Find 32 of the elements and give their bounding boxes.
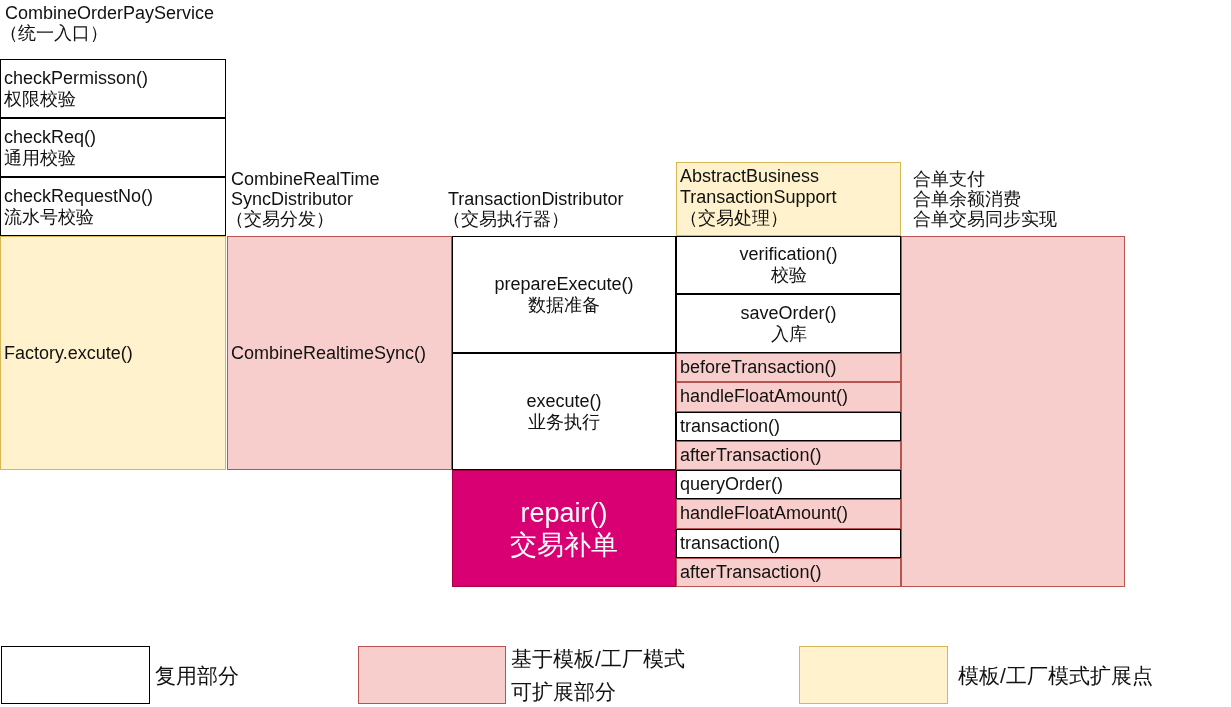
method-box: afterTransaction() [676, 440, 901, 470]
method-box: handleFloatAmount() [676, 499, 901, 529]
legend-label: 基于模板/工厂模式可扩展部分 [511, 646, 686, 705]
method-box: repair() 交易补单 [452, 470, 676, 587]
column-heading: TransactionDistributor [448, 189, 624, 209]
method-box: handleFloatAmount() [676, 382, 901, 412]
method-box: saveOrder() 入库 [676, 294, 901, 353]
method-box: Factory.excute() [0, 236, 226, 470]
method-box: afterTransaction() [676, 557, 901, 587]
class-header-box: AbstractBusiness TransactionSupport （交易处理） [676, 162, 901, 236]
column-heading: （交易分发） [226, 209, 334, 229]
method-box: transaction() [676, 528, 901, 558]
method-box: prepareExecute() 数据准备 [452, 236, 676, 353]
column-heading: 合单交易同步实现 [913, 209, 1057, 229]
method-box: queryOrder() [676, 470, 901, 500]
legend-label: 复用部分 [155, 662, 239, 689]
column-heading: CombineOrderPayService [5, 3, 215, 23]
method-box: transaction() [676, 411, 901, 441]
column-heading: （统一入口） [0, 23, 108, 43]
column-heading: 合单支付 [913, 169, 985, 189]
implementation-panel [901, 236, 1125, 587]
method-box: checkReq() 通用校验 [0, 118, 226, 177]
column-heading: CombineRealTime SyncDistributor [231, 169, 381, 209]
method-box: checkPermisson() 权限校验 [0, 59, 226, 118]
method-box: CombineRealtimeSync() [227, 236, 452, 470]
method-box: execute() 业务执行 [452, 353, 676, 470]
method-box: checkRequestNo() 流水号校验 [0, 177, 226, 236]
column-heading: （交易执行器） [443, 209, 569, 229]
method-box: verification() 校验 [676, 236, 901, 294]
method-box: beforeTransaction() [676, 353, 901, 383]
legend-label: 模板/工厂模式扩展点 [958, 662, 1153, 689]
column-heading: 合单余额消费 [913, 189, 1021, 209]
